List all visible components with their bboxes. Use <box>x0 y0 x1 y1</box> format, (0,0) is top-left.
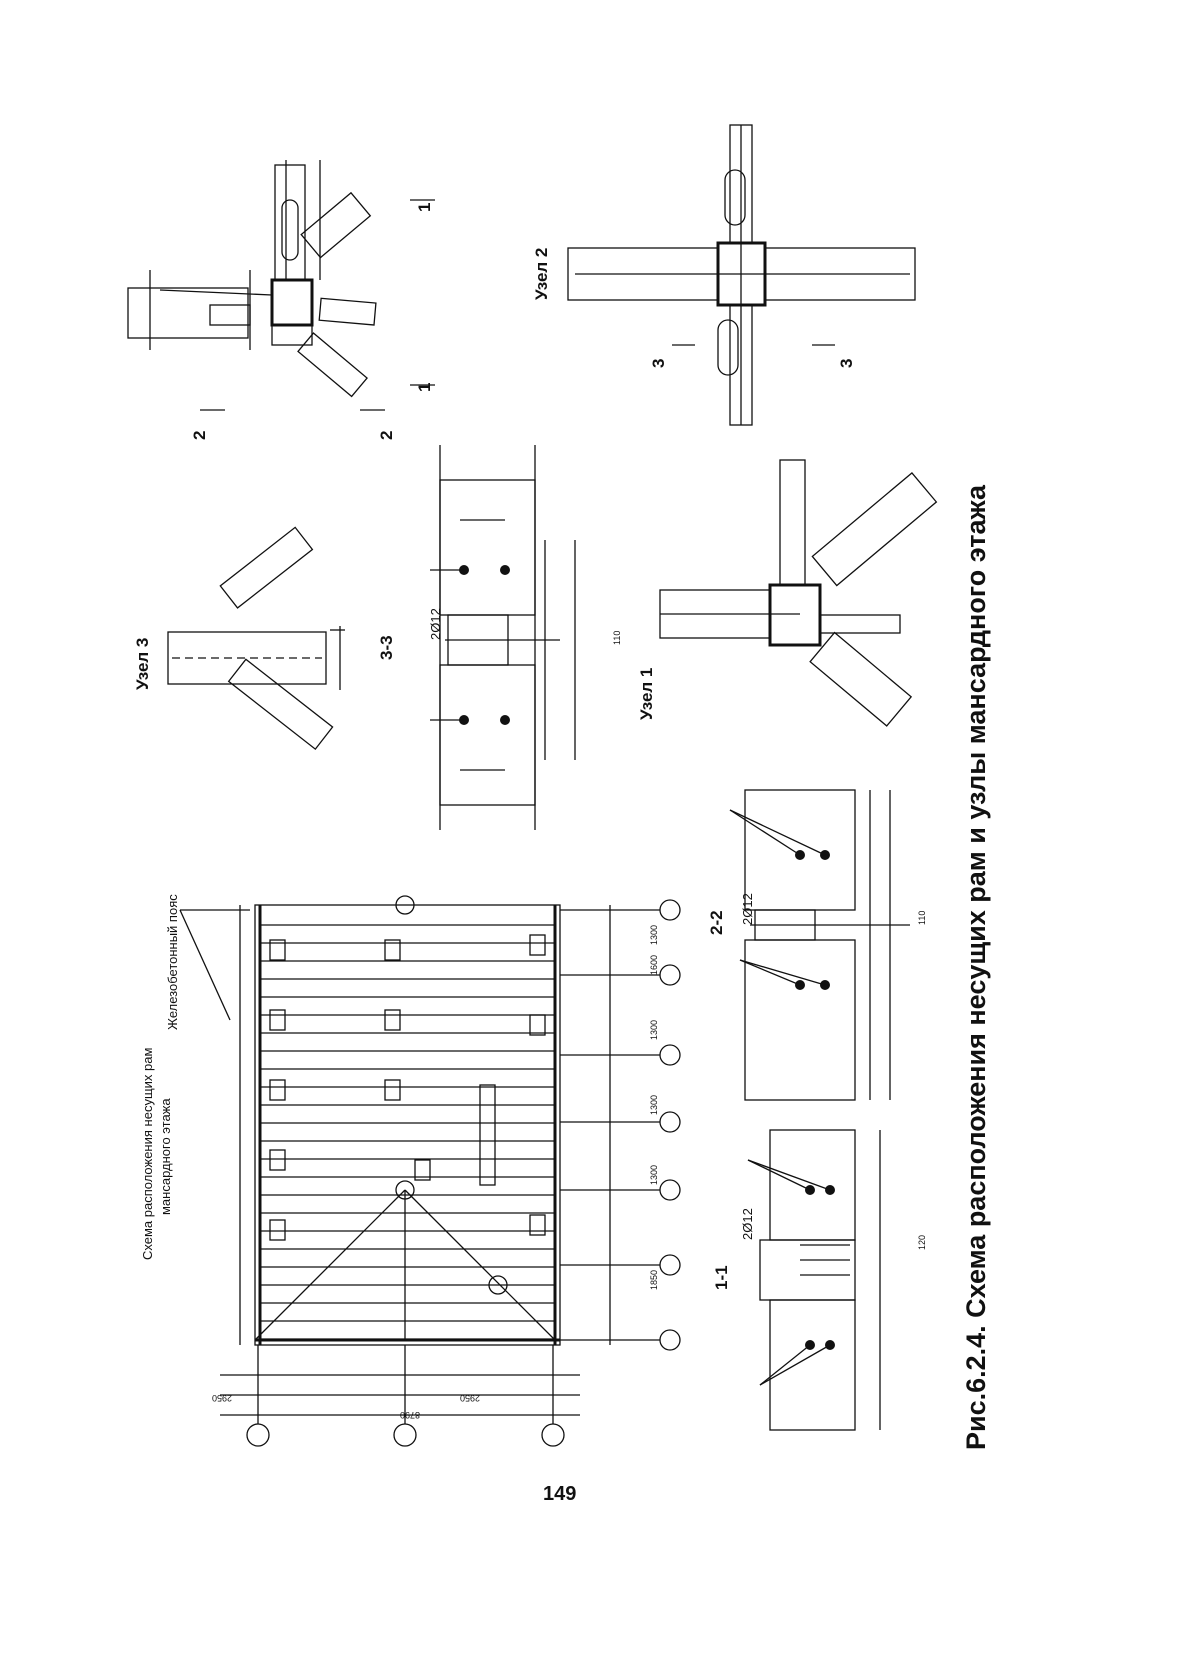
section-2-2-drawing <box>729 789 910 1101</box>
node-2-label: Узел 2 <box>532 248 551 300</box>
section-1-1-label: 1-1 <box>712 1265 731 1290</box>
node-1-label: Узел 1 <box>637 668 656 720</box>
node-3-drawing <box>167 526 345 751</box>
plan-axis-dims: 1850 1300 1300 1300 1600 1300 <box>649 925 659 1290</box>
section-3-3-drawing <box>430 445 576 830</box>
side-dim: 2950 <box>212 1393 232 1403</box>
section-mark-1-top: 1 <box>415 203 434 212</box>
plan-drawing <box>179 895 681 1447</box>
page-number: 149 <box>543 1483 576 1505</box>
axis-marker <box>659 1254 681 1276</box>
axis-marker <box>659 1111 681 1133</box>
section-mark-1-bottom: 1 <box>415 383 434 392</box>
plan-side-dims: 2950 2950 8790 <box>212 1393 480 1420</box>
axis-dim: 1600 <box>649 955 659 975</box>
side-dim: 8790 <box>400 1410 420 1420</box>
axis-dim: 1300 <box>649 1095 659 1115</box>
axis-dim: 1850 <box>649 1270 659 1290</box>
section-mark-3-left: 3 <box>649 359 668 368</box>
axis-marker <box>659 899 681 921</box>
axis-marker <box>659 1179 681 1201</box>
bolt-label-3-3: 2Ø12 <box>428 608 443 640</box>
side-dim: 2950 <box>460 1393 480 1403</box>
dim-110-2-2: 110 <box>917 911 927 925</box>
section-2-2-label: 2-2 <box>707 910 726 935</box>
axis-dim: 1300 <box>649 1020 659 1040</box>
axis-marker <box>659 1044 681 1066</box>
axis-marker <box>659 1329 681 1351</box>
bolt-label-2-2: 2Ø12 <box>740 893 755 925</box>
node-2-drawing <box>567 124 916 426</box>
plan-title-line1: Схема расположения несущих рам <box>140 1048 155 1260</box>
dim-110-3-3: 110 <box>612 631 622 645</box>
bolt-label-1-1: 2Ø12 <box>740 1208 755 1240</box>
section-1-1-drawing <box>747 1129 881 1431</box>
node-1-drawing <box>659 459 938 727</box>
dim-120-1-1: 120 <box>917 1235 927 1250</box>
axis-dim: 1300 <box>649 925 659 945</box>
figure-caption: Рис.6.2.4. Схема расположения несущих ра… <box>961 484 991 1450</box>
section-3-3-label: 3-3 <box>377 635 396 660</box>
section-mark-2-right: 2 <box>377 431 396 440</box>
axis-marker <box>659 964 681 986</box>
plan-belt-label: Железобетонный пояс <box>165 894 180 1030</box>
node-3-label: Узел 3 <box>133 638 152 690</box>
node-top-drawing <box>127 160 435 411</box>
section-mark-2-left: 2 <box>190 431 209 440</box>
section-mark-3-right: 3 <box>837 359 856 368</box>
axis-dim: 1300 <box>649 1165 659 1185</box>
plan-title-line2: мансардного этажа <box>158 1098 173 1215</box>
